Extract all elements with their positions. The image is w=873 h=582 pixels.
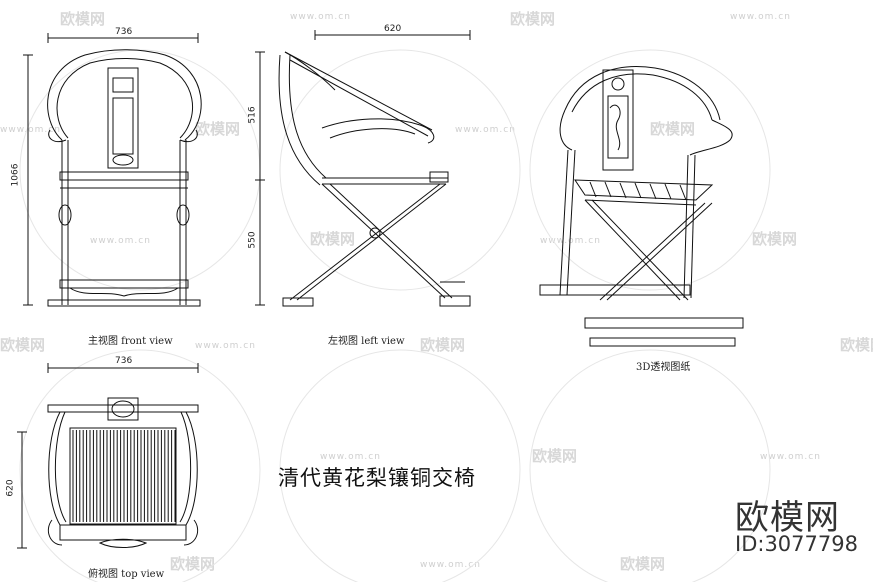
watermark-text: 欧模网 [650,120,696,138]
watermark-text: 欧模网 [510,10,556,28]
top-view-label: 俯视图 top view [88,569,165,580]
watermark-text: 欧模网 [620,555,666,573]
watermark-text: 欧模网 [310,230,356,248]
watermark-url: www.om.cn [760,452,821,462]
watermark-text: 欧模网 [0,336,46,354]
perspective-drawing [539,66,744,347]
watermark-url: www.om.cn [320,452,381,462]
brand-id: ID:3077798 [735,532,858,556]
top-view-drawing [17,363,199,549]
watermark-text: 欧模网 [60,10,106,28]
top-depth-dim: 620 [5,479,16,497]
front-view-drawing [23,33,202,307]
left-upper-dim: 516 [247,106,258,124]
top-view-slats [72,430,176,522]
left-width-dim: 620 [384,24,402,34]
watermark-url: www.om.cn [455,125,516,135]
left-view-label: 左视图 left view [328,336,405,347]
watermark-url: www.om.cn [90,236,151,246]
watermark-text: 欧模网 [195,120,241,138]
front-height-dim: 1066 [10,163,21,187]
left-view-drawing [255,30,471,307]
watermark-text: 欧模网 [840,336,873,354]
brand-logo: 欧模网 [735,498,840,538]
watermark-url: www.om.cn [730,12,791,22]
drawing-title: 清代黄花梨镶铜交椅 [278,466,476,490]
watermark-text: 欧模网 [752,230,798,248]
watermark-text: 欧模网 [420,336,466,354]
watermark-text: 欧模网 [170,555,216,573]
watermark-url: www.om.cn [290,12,351,22]
front-view-label: 主视图 front view [88,336,173,347]
watermark-url: www.om.cn [0,125,61,135]
top-width-dim: 736 [115,356,133,366]
watermark-url: www.om.cn [195,341,256,351]
left-lower-dim: 550 [247,231,258,249]
watermark-url: www.om.cn [420,560,481,570]
front-width-dim: 736 [115,27,133,37]
perspective-view-label: 3D透视图纸 [636,362,691,373]
watermark-text: 欧模网 [532,447,578,465]
